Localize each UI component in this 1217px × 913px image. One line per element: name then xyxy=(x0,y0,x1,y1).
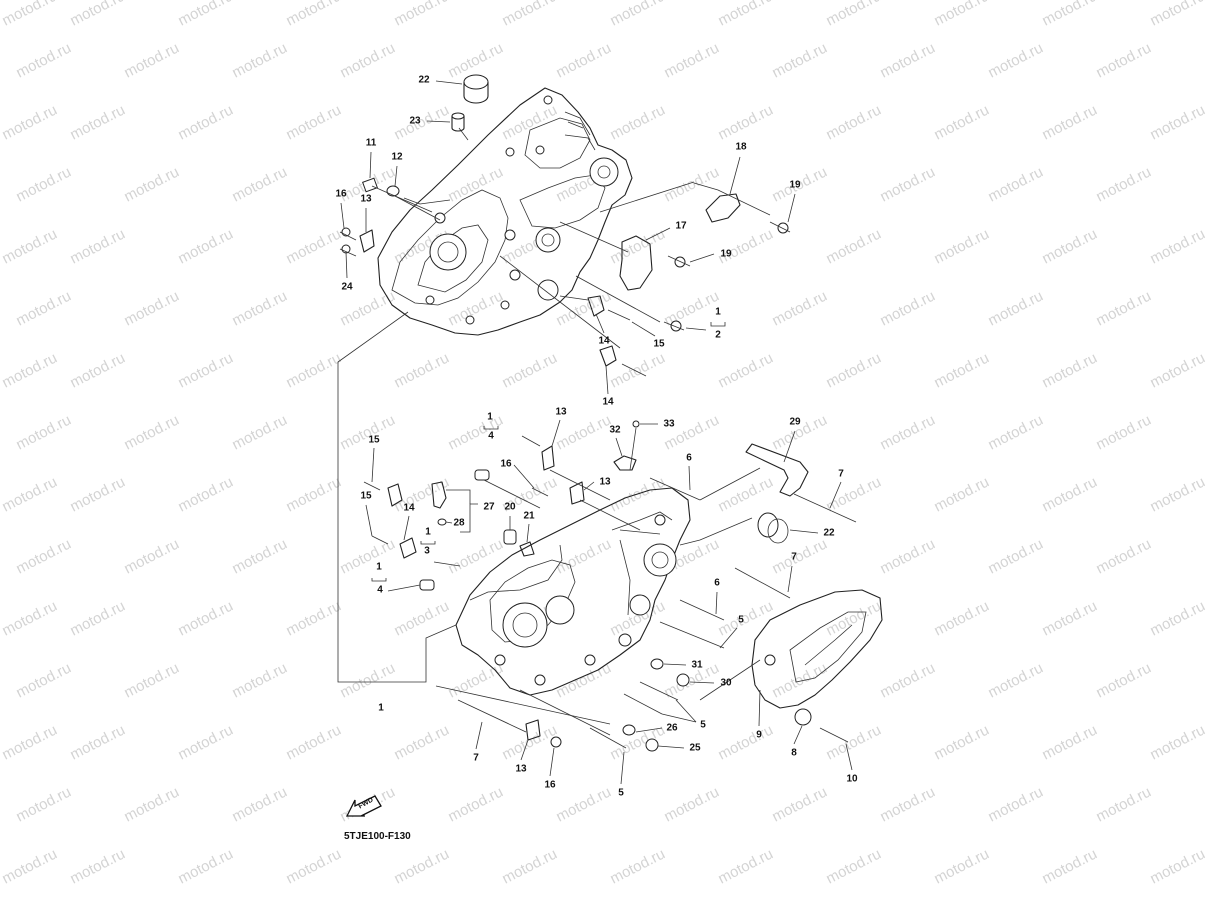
callout-c13c: 13 xyxy=(599,476,611,488)
callout-c13a: 13 xyxy=(360,193,372,205)
crankcase-right-half xyxy=(455,487,691,696)
diagram-code: 5TJE100-F130 xyxy=(344,831,411,842)
callout-c6b: 6 xyxy=(714,577,720,589)
callout-c5c: 5 xyxy=(618,787,624,799)
callout-c2: 2 xyxy=(715,329,721,341)
callout-c8: 8 xyxy=(791,747,797,759)
callout-c3: 3 xyxy=(424,545,430,557)
callout-c29: 29 xyxy=(789,416,801,428)
callout-c1e: 1 xyxy=(378,702,384,714)
callout-c24: 24 xyxy=(341,281,353,293)
callout-c4a: 4 xyxy=(488,430,494,442)
callout-c15a: 15 xyxy=(653,338,665,350)
callout-c19b: 19 xyxy=(720,248,732,260)
callout-c17: 17 xyxy=(675,220,687,232)
callout-c16c: 16 xyxy=(544,779,556,791)
callout-c7c: 7 xyxy=(473,752,479,764)
callout-c33: 33 xyxy=(663,418,675,430)
callout-c4b: 4 xyxy=(377,584,383,596)
callout-c13d: 13 xyxy=(515,763,527,775)
callout-c18: 18 xyxy=(735,141,747,153)
callout-c30: 30 xyxy=(720,677,732,689)
callout-c1d: 1 xyxy=(376,561,382,573)
callout-c14b: 14 xyxy=(602,396,614,408)
callout-c22b: 22 xyxy=(823,527,835,539)
callout-c32: 32 xyxy=(609,424,621,436)
callout-c1a: 1 xyxy=(715,306,721,318)
callout-c14a: 14 xyxy=(598,335,610,347)
callout-c23: 23 xyxy=(409,115,421,127)
callout-c16b: 16 xyxy=(500,458,512,470)
forward-arrow-icon xyxy=(345,795,382,817)
chain-guide xyxy=(745,443,809,497)
forward-arrow: FWD xyxy=(345,790,387,820)
callout-c5a: 5 xyxy=(738,614,744,626)
callout-c21: 21 xyxy=(523,510,535,522)
small-parts xyxy=(341,74,812,752)
callout-c6a: 6 xyxy=(686,452,692,464)
callout-c7b: 7 xyxy=(791,551,797,563)
bolts xyxy=(339,221,857,749)
callout-c20: 20 xyxy=(504,501,516,513)
leader-lines xyxy=(337,80,853,785)
callout-c13b: 13 xyxy=(555,406,567,418)
callout-c5b: 5 xyxy=(700,719,706,731)
callout-c31: 31 xyxy=(691,659,703,671)
callout-c14c: 14 xyxy=(403,502,415,514)
callout-c16a: 16 xyxy=(335,188,347,200)
callout-c19a: 19 xyxy=(789,179,801,191)
callout-c9: 9 xyxy=(756,729,762,741)
crankcase-left-half xyxy=(377,87,633,336)
callout-c28: 28 xyxy=(453,517,465,529)
callout-c7a: 7 xyxy=(838,468,844,480)
callout-c25: 25 xyxy=(689,742,701,754)
callout-c1c: 1 xyxy=(425,526,431,538)
reference-brackets xyxy=(371,322,726,582)
callout-c10: 10 xyxy=(846,773,858,785)
callout-c27: 27 xyxy=(483,501,495,513)
callout-c26: 26 xyxy=(666,722,678,734)
callout-c15c: 15 xyxy=(360,490,372,502)
callout-c12: 12 xyxy=(391,151,403,163)
callout-c15b: 15 xyxy=(368,434,380,446)
sprocket-cover xyxy=(751,589,883,723)
callout-c1b: 1 xyxy=(487,411,493,423)
callout-c22a: 22 xyxy=(418,74,430,86)
callout-c11: 11 xyxy=(365,137,377,149)
